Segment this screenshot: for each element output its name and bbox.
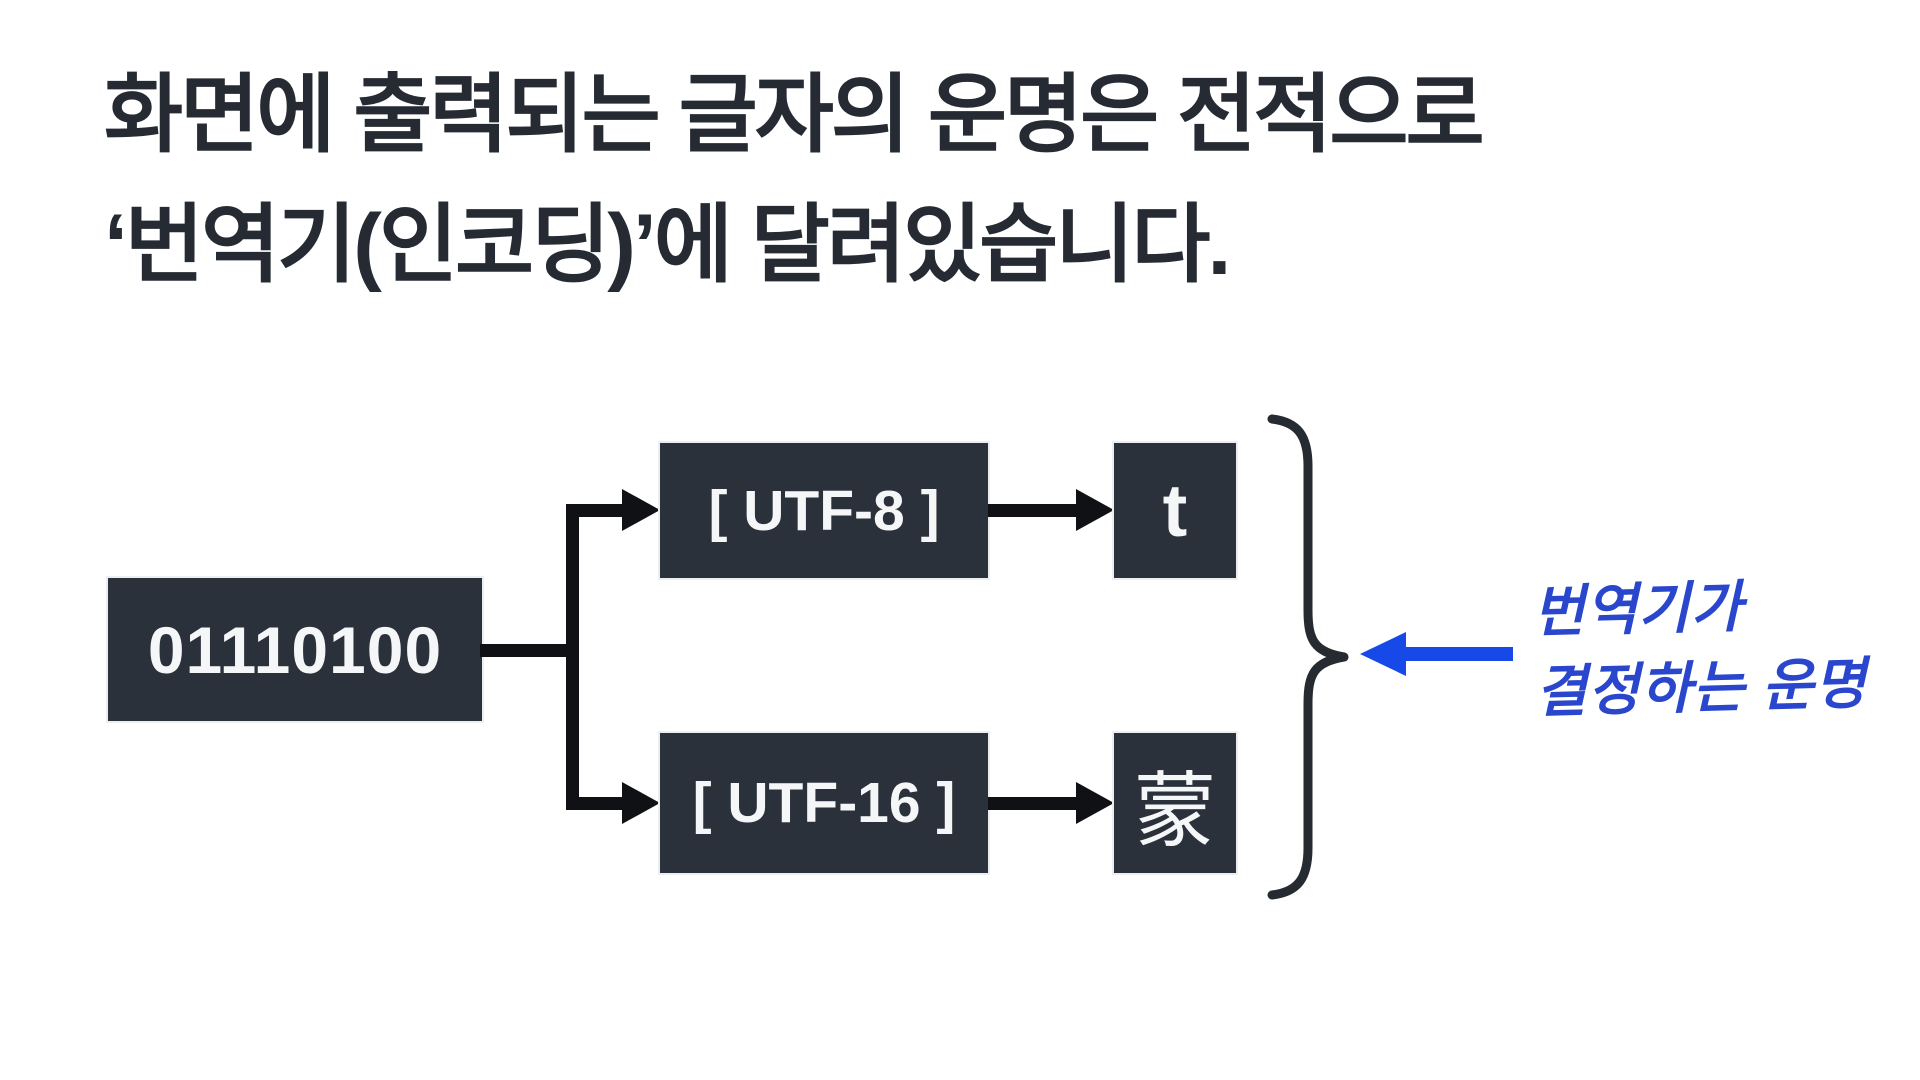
utf16-encoder-label: [ UTF-16 ] xyxy=(692,771,956,835)
arrowhead-into-t-icon xyxy=(1076,489,1114,531)
utf16-encoder-box: [ UTF-16 ] xyxy=(660,733,988,873)
arrowhead-into-utf16-icon xyxy=(622,782,660,824)
binary-source-label: 01110100 xyxy=(147,612,443,687)
utf8-encoder-label: [ UTF-8 ] xyxy=(708,478,940,543)
utf8-encoder-box: [ UTF-8 ] xyxy=(660,443,988,578)
annotation-line-1: 번역기가 xyxy=(1532,574,1744,644)
arrowhead-into-utf8-icon xyxy=(622,489,660,531)
binary-source-box: 01110100 xyxy=(108,578,482,721)
annotation-text: 번역기가 결정하는 운명 xyxy=(1532,564,1868,733)
connector-utf16-to-result xyxy=(988,797,1078,810)
connector-branch-to-utf8 xyxy=(566,504,624,517)
title-line-2: ‘번역기(인코딩)’에 달려있습니다. xyxy=(104,197,1231,293)
slide-title: 화면에 출력되는 글자의 운명은 전적으로 ‘번역기(인코딩)’에 달려있습니다… xyxy=(104,50,1485,310)
branch-vertical-line xyxy=(566,504,579,810)
connector-utf8-to-result xyxy=(988,504,1078,517)
annotation-line-2: 결정하는 운명 xyxy=(1534,651,1868,724)
result-t-box: t xyxy=(1114,443,1236,578)
title-line-1: 화면에 출력되는 글자의 운명은 전적으로 xyxy=(104,67,1485,163)
arrowhead-into-meng-icon xyxy=(1076,782,1114,824)
result-t-label: t xyxy=(1162,469,1188,552)
connector-branch-to-utf16 xyxy=(566,797,624,810)
result-meng-label: 蒙 xyxy=(1133,765,1216,857)
annotation-arrow-shaft xyxy=(1402,647,1513,661)
annotation-arrowhead-left-icon xyxy=(1360,632,1406,676)
connector-binary-to-branch xyxy=(480,644,568,657)
grouping-brace xyxy=(1267,414,1349,900)
result-meng-box: 蒙 xyxy=(1114,733,1236,873)
